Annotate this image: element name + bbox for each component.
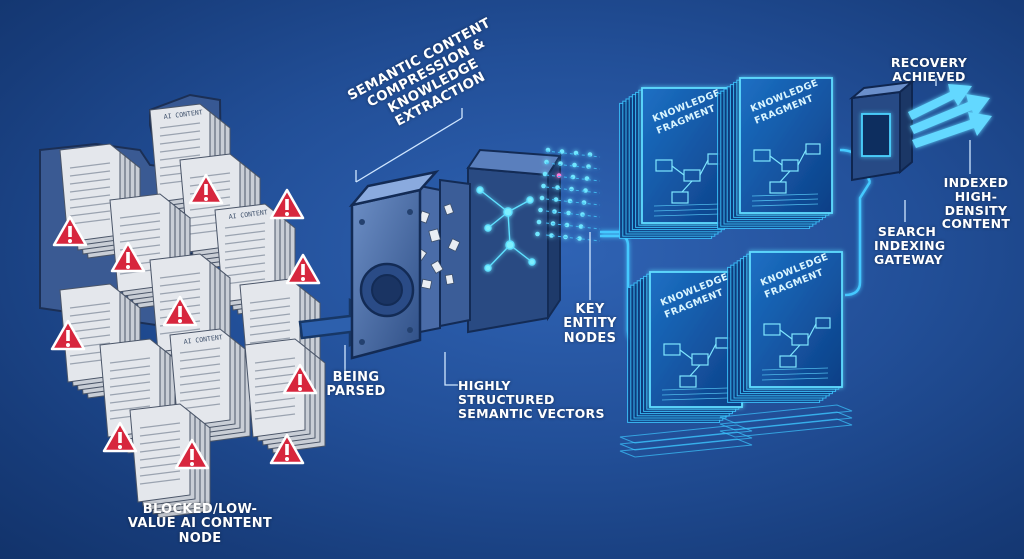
entity-node (538, 207, 543, 213)
entity-node (541, 183, 546, 189)
entity-node (570, 174, 576, 180)
warning-triangle-icon (285, 253, 321, 285)
indexed-label-line3: CONTENT (941, 216, 1011, 232)
entity-node (580, 212, 585, 217)
output-arrows (908, 84, 992, 148)
gateway-label-line2: INDEXING (874, 237, 946, 253)
entity-node (564, 222, 570, 228)
flowchart-icon (763, 317, 831, 368)
parsed-label-line2: PARSED (326, 384, 386, 400)
blocked-content-label: BLOCKED/LOW-VALUE AI CONTENT NODE (120, 502, 280, 546)
entity-node (569, 186, 574, 192)
entity-node (542, 171, 548, 177)
entity-label-line1: KEY (575, 302, 605, 317)
gateway-label: SEARCH INDEXING GATEWAY (874, 224, 945, 267)
entity-node (539, 195, 545, 201)
entity-node (567, 198, 573, 204)
warning-triangle-icon (162, 295, 198, 327)
blocked-label-line2: AI CONTENT NODE (178, 516, 273, 546)
entity-node (549, 233, 554, 238)
entity-node (566, 210, 571, 216)
parsed-label-line1: BEING (332, 370, 380, 385)
warning-triangle-icon (174, 438, 210, 470)
warning-triangle-icon (50, 319, 86, 351)
gateway-label-line3: GATEWAY (874, 251, 943, 267)
flowchart-icon (663, 337, 731, 388)
arrow-right-icon (910, 94, 990, 134)
search-indexing-gateway (848, 79, 916, 182)
warning-icons (50, 173, 321, 470)
entity-node (572, 162, 577, 168)
flowchart-icon (753, 143, 821, 194)
entity-label-line3: NODES (563, 330, 617, 346)
warning-triangle-icon (269, 433, 305, 465)
entity-label-line2: ENTITY (563, 316, 617, 332)
indexed-content-label: INDEXED HIGH-DENSITY CONTENT (930, 176, 1022, 231)
recovery-label-line2: ACHIEVED (892, 68, 966, 84)
entity-node (553, 197, 559, 202)
entity-node (536, 219, 542, 225)
warning-triangle-icon (52, 215, 88, 247)
warning-triangle-icon (110, 241, 146, 273)
entity-node (578, 224, 584, 229)
compression-machine (348, 108, 562, 386)
warning-triangle-icon (282, 363, 318, 395)
indexed-label-line1: INDEXED (943, 175, 1009, 190)
entity-node (583, 188, 588, 193)
warning-triangle-icon (188, 173, 224, 205)
entity-node (581, 200, 587, 205)
vectors-label-line1: HIGHLY STRUCTURED (458, 378, 555, 407)
gateway-label-line1: SEARCH (877, 224, 937, 239)
recovery-label-line1: RECOVERY (890, 55, 968, 70)
entity-node (535, 231, 540, 237)
indexed-label-line2: HIGH-DENSITY (944, 188, 1008, 218)
recovery-label: RECOVERY ACHIEVED (876, 56, 982, 84)
semantic-vectors-label: HIGHLY STRUCTURED SEMANTIC VECTORS (458, 379, 608, 420)
vectors-label-line2: SEMANTIC VECTORS (458, 405, 605, 421)
warning-triangle-icon (102, 421, 138, 453)
being-parsed-label: BEING PARSED (325, 370, 387, 400)
entity-node (559, 149, 565, 154)
entity-nodes-label: KEY ENTITY NODES (560, 302, 620, 346)
document-stack-icon (244, 338, 326, 454)
knowledge-fragments: KNOWLEDGEFRAGMENTKNOWLEDGEFRAGMENTKNOWLE… (619, 77, 853, 458)
blocked-label-line1: BLOCKED/LOW-VALUE (127, 502, 258, 532)
document-stack-icon: AI CONTENT (169, 328, 251, 444)
entity-node (555, 185, 560, 190)
entity-node (577, 236, 582, 241)
document-stack-icon (59, 143, 141, 259)
warning-triangle-icon (269, 188, 305, 220)
semantic-vectors (535, 147, 601, 242)
